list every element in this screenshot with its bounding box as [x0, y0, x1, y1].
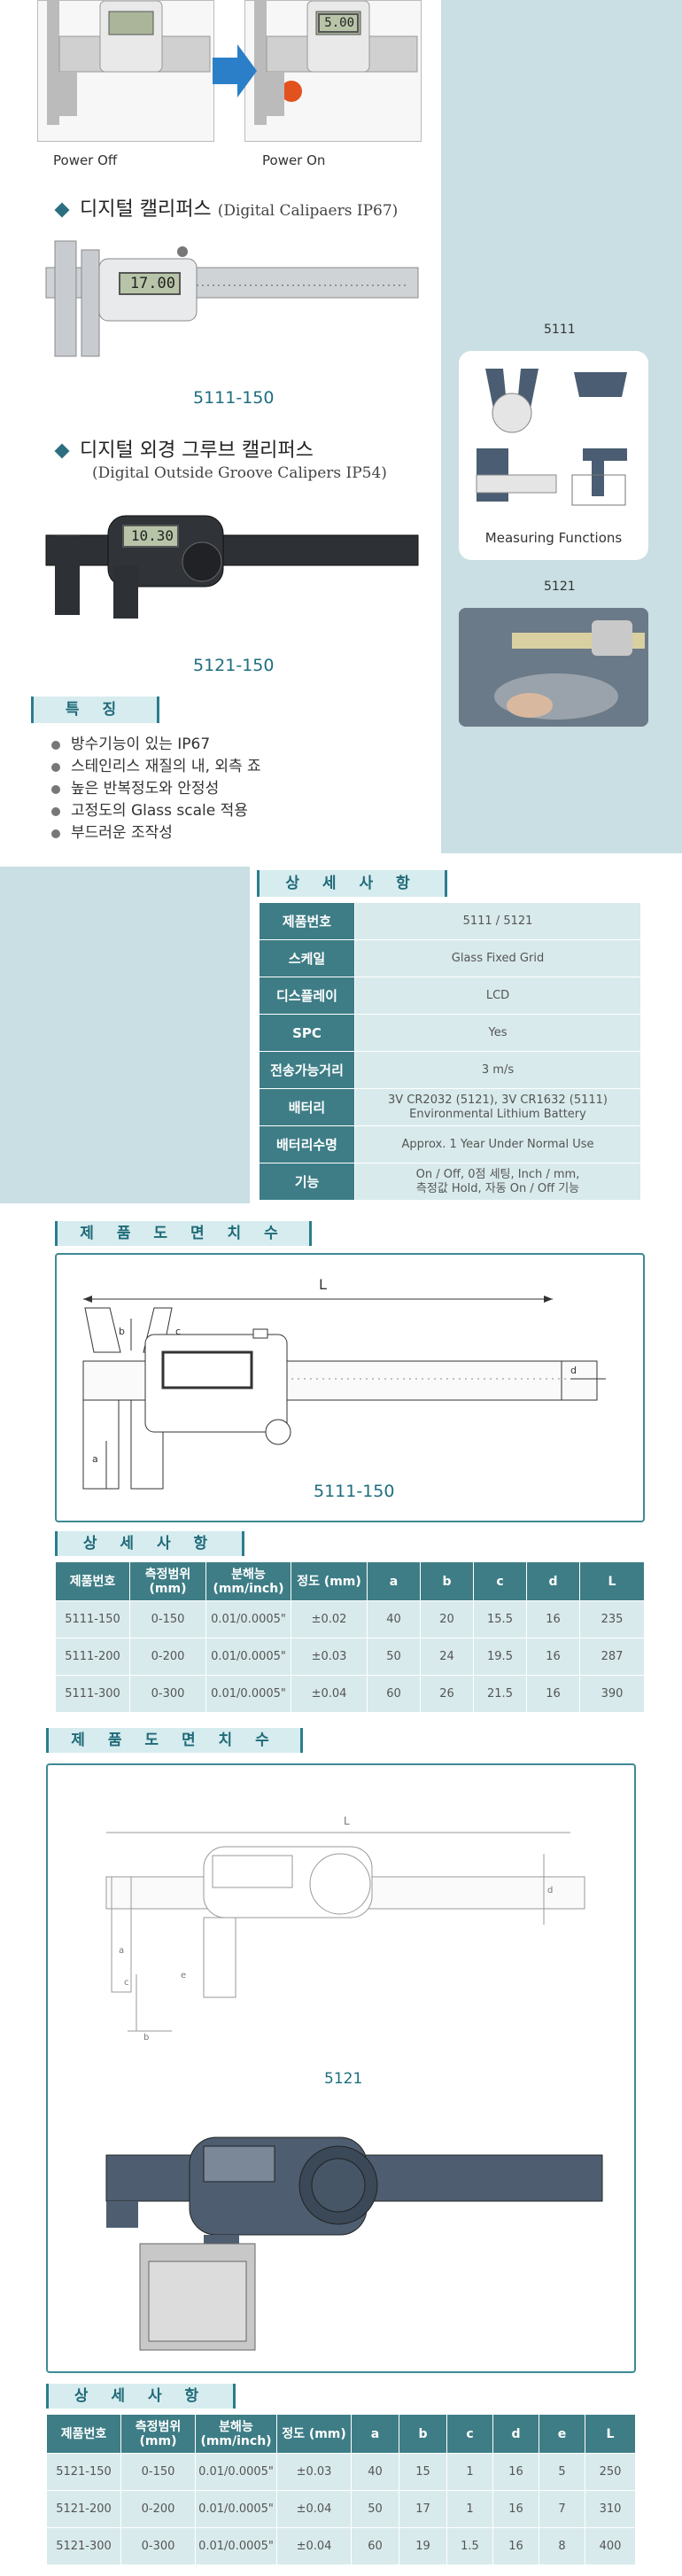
- power-on-reading: 5.00: [318, 13, 359, 33]
- dim-c-label: c: [175, 1326, 182, 1337]
- drawing-1-frame: L a b c d 5111-150: [55, 1253, 645, 1522]
- side-label-5111: 5111: [544, 323, 576, 337]
- caliper-5111-image: 17.00: [37, 232, 427, 365]
- spec-left-band: [0, 867, 250, 1203]
- feature-item: 부드러운 조작성: [51, 822, 261, 844]
- product-2-model: 5121-150: [193, 656, 275, 675]
- power-on-photo: 5.00: [244, 0, 422, 142]
- diamond-bullet-icon: [54, 443, 70, 459]
- dimension-table-1: 제품번호 측정범위 (mm) 분해능 (mm/inch) 정도 (mm) a b…: [55, 1561, 645, 1713]
- measuring-functions-card: Measuring Functions: [459, 351, 648, 560]
- product-2-title: 디지털 외경 그루브 캘리퍼스: [54, 434, 314, 463]
- table-header-row: 제품번호 측정범위 (mm) 분해능 (mm/inch) 정도 (mm) a b…: [46, 2414, 636, 2454]
- dim-d-label: d: [570, 1365, 577, 1376]
- dim-c-label-2: c: [124, 1978, 129, 1988]
- table-1-heading: 상 세 사 항: [55, 1531, 244, 1556]
- table-2-heading: 상 세 사 항: [46, 2384, 236, 2409]
- feature-item: 방수기능이 있는 IP67: [51, 734, 261, 756]
- dim-L-label: L: [319, 1276, 327, 1293]
- side-label-5121: 5121: [544, 580, 576, 594]
- power-off-photo: [37, 0, 214, 142]
- product-1-model: 5111-150: [193, 388, 275, 408]
- caliper-5121-drawing: [105, 1832, 603, 2351]
- spec-heading: 상 세 사 항: [257, 870, 447, 897]
- drawing-2-caption: 5121: [324, 2070, 363, 2088]
- feature-item: 고정도의 Glass scale 적용: [51, 800, 261, 822]
- dim-b-label-2: b: [143, 2033, 150, 2043]
- diamond-bullet-icon: [54, 202, 70, 218]
- feature-item: 스테인리스 재질의 내, 외측 죠: [51, 756, 261, 778]
- table-header-row: 제품번호 측정범위 (mm) 분해능 (mm/inch) 정도 (mm) a b…: [55, 1561, 645, 1601]
- product-1-title: 디지털 캘리퍼스 (Digital Calipaers IP67): [54, 193, 398, 222]
- features-list: 방수기능이 있는 IP67 스테인리스 재질의 내, 외측 죠 높은 반복정도와…: [51, 734, 261, 844]
- dim-a-label-2: a: [119, 1946, 125, 1956]
- caliper-5121-image: 10.30: [37, 509, 427, 633]
- drawing-2-heading: 제 품 도 면 치 수: [46, 1728, 303, 1753]
- dim-a-label: a: [92, 1453, 98, 1465]
- drawing-2-frame: L a b c d e 5121: [46, 1763, 636, 2373]
- product-2-subtitle: (Digital Outside Groove Calipers IP54): [92, 464, 387, 482]
- caliper-5121-display: 10.30: [122, 525, 179, 548]
- caliper-5111-drawing: [82, 1296, 606, 1490]
- measuring-functions-icon: [476, 369, 627, 506]
- caliper-5111-display: 17.00: [119, 272, 181, 295]
- drawing-1-heading: 제 품 도 면 치 수: [55, 1221, 312, 1246]
- measuring-functions-label: Measuring Functions: [484, 530, 623, 546]
- dim-b-label: b: [119, 1326, 125, 1337]
- arrow-right-icon: [213, 44, 257, 101]
- power-off-label: Power Off: [53, 152, 118, 168]
- dim-L-label-2: L: [344, 1815, 350, 1827]
- caliper-in-use-photo: [459, 608, 648, 727]
- dim-d-label-2: d: [547, 1886, 554, 1895]
- feature-item: 높은 반복정도와 안정성: [51, 778, 261, 800]
- features-heading: 특 징: [31, 697, 159, 723]
- dimension-table-2: 제품번호 측정범위 (mm) 분해능 (mm/inch) 정도 (mm) a b…: [46, 2414, 636, 2565]
- power-on-label: Power On: [262, 152, 326, 168]
- drawing-1-caption: 5111-150: [314, 1482, 395, 1501]
- dim-e-label-2: e: [181, 1971, 187, 1981]
